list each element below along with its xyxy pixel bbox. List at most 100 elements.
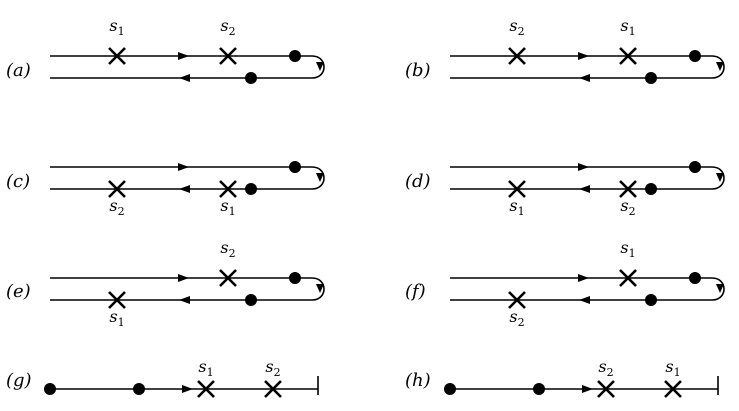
panel-c-arrow-left: [179, 185, 190, 193]
panel-f-turn-arrow: [716, 284, 724, 293]
panel-a-turn-curve: [311, 55, 325, 79]
panel-e-cross-marker: [108, 291, 126, 309]
panel-a-turn-arrow: [316, 62, 324, 71]
panel-g-marker-label: s1: [198, 357, 213, 379]
panel-label-a: (a): [6, 60, 31, 81]
panel-d-arrow-right: [578, 163, 589, 171]
panel-h-arrow-right: [582, 385, 593, 393]
panel-e-dot-marker: [289, 272, 301, 284]
panel-a-cross-stroke: [219, 47, 237, 65]
panel-b-label-subscript: 2: [518, 25, 525, 38]
panel-label-f: (f): [405, 281, 426, 302]
panel-d-cross-stroke: [508, 180, 526, 198]
panel-c-turn-arrow: [316, 173, 324, 182]
panel-e-cross-stroke: [219, 269, 237, 287]
panel-e-arrow-right: [178, 274, 189, 282]
panel-e-cross-marker: [219, 269, 237, 287]
panel-e-turn-curve: [311, 277, 325, 301]
panel-a-marker-label: s1: [109, 16, 124, 38]
panel-a-arrow-right: [178, 52, 189, 60]
panel-e-label-subscript: 2: [229, 247, 236, 260]
panel-d-cross-marker: [508, 180, 526, 198]
panel-e-cross-stroke: [108, 291, 126, 309]
panel-label-b: (b): [405, 60, 431, 81]
panel-g-cross-stroke: [197, 380, 215, 398]
panel-e-marker-label: s1: [109, 307, 124, 329]
panel-f-cross-stroke: [508, 291, 526, 309]
panel-h-marker-label: s1: [665, 357, 680, 379]
panel-g-label-subscript: 1: [207, 366, 214, 379]
panel-g-label-subscript: 2: [274, 366, 281, 379]
panel-a-label-subscript: 2: [229, 25, 236, 38]
panel-a-arrow-left: [179, 74, 190, 82]
panel-g-label-name: s: [198, 357, 206, 376]
panel-a-marker-label: s2: [220, 16, 235, 38]
panel-e-label-name: s: [109, 307, 117, 326]
panel-d-label-name: s: [509, 196, 517, 215]
panel-h-dot-marker: [444, 383, 456, 395]
panel-g-arrow-right: [182, 385, 193, 393]
panel-d-label-subscript: 2: [629, 205, 636, 218]
panel-d-arrow-left: [579, 185, 590, 193]
panel-h-cross-marker: [597, 380, 615, 398]
panel-h-cross-marker: [664, 380, 682, 398]
panel-b-label-subscript: 1: [629, 25, 636, 38]
panel-c-cross-marker: [219, 180, 237, 198]
panel-f-turn-curve: [711, 277, 725, 301]
panel-g-cross-marker: [264, 380, 282, 398]
panel-c-cross-stroke: [108, 180, 126, 198]
panel-f-arrow-left: [579, 296, 590, 304]
panel-b-cross-marker: [619, 47, 637, 65]
panel-a-cross-marker: [219, 47, 237, 65]
panel-c-arrow-right: [178, 163, 189, 171]
panel-f-label-name: s: [620, 238, 628, 257]
panel-f-cross-marker: [619, 269, 637, 287]
panel-d-turn-curve: [711, 166, 725, 190]
panel-h-cross-stroke: [664, 380, 682, 398]
panel-d-dot-marker: [645, 183, 657, 195]
panel-e-label-subscript: 1: [118, 316, 125, 329]
panel-c-label-subscript: 2: [118, 205, 125, 218]
panel-e-turn-arrow: [316, 284, 324, 293]
panel-a-label-name: s: [220, 16, 228, 35]
panel-f-label-subscript: 2: [518, 316, 525, 329]
panel-b-marker-label: s2: [509, 16, 524, 38]
panel-d-dot-marker: [689, 161, 701, 173]
panel-h-label-name: s: [598, 357, 606, 376]
panel-a-dot-marker: [245, 72, 257, 84]
panel-d-marker-label: s1: [509, 196, 524, 218]
panel-h-cross-stroke: [597, 380, 615, 398]
panel-b-cross-stroke: [619, 47, 637, 65]
panel-c-cross-marker: [108, 180, 126, 198]
panel-b-label-name: s: [509, 16, 517, 35]
panel-label-h: (h): [405, 370, 431, 391]
panel-c-label-name: s: [109, 196, 117, 215]
panel-e-label-name: s: [220, 238, 228, 257]
panel-f-arrow-right: [578, 274, 589, 282]
panel-f-marker-label: s1: [620, 238, 635, 260]
panel-d-label-subscript: 1: [518, 205, 525, 218]
panel-h-dot-marker: [533, 383, 545, 395]
panel-label-e: (e): [6, 281, 31, 302]
panel-g-marker-label: s2: [265, 357, 280, 379]
panel-h-label-subscript: 1: [674, 366, 681, 379]
panel-d-cross-marker: [619, 180, 637, 198]
panel-b-arrow-left: [579, 74, 590, 82]
panel-f-dot-marker: [645, 294, 657, 306]
panel-h-label-name: s: [665, 357, 673, 376]
panel-label-d: (d): [405, 171, 431, 192]
panel-g-label-name: s: [265, 357, 273, 376]
panel-c-cross-stroke: [219, 180, 237, 198]
panel-a-cross-marker: [108, 47, 126, 65]
panel-a-label-subscript: 1: [118, 25, 125, 38]
panel-b-cross-marker: [508, 47, 526, 65]
panel-c-turn-curve: [311, 166, 325, 190]
panel-g-cross-marker: [197, 380, 215, 398]
panel-b-marker-label: s1: [620, 16, 635, 38]
